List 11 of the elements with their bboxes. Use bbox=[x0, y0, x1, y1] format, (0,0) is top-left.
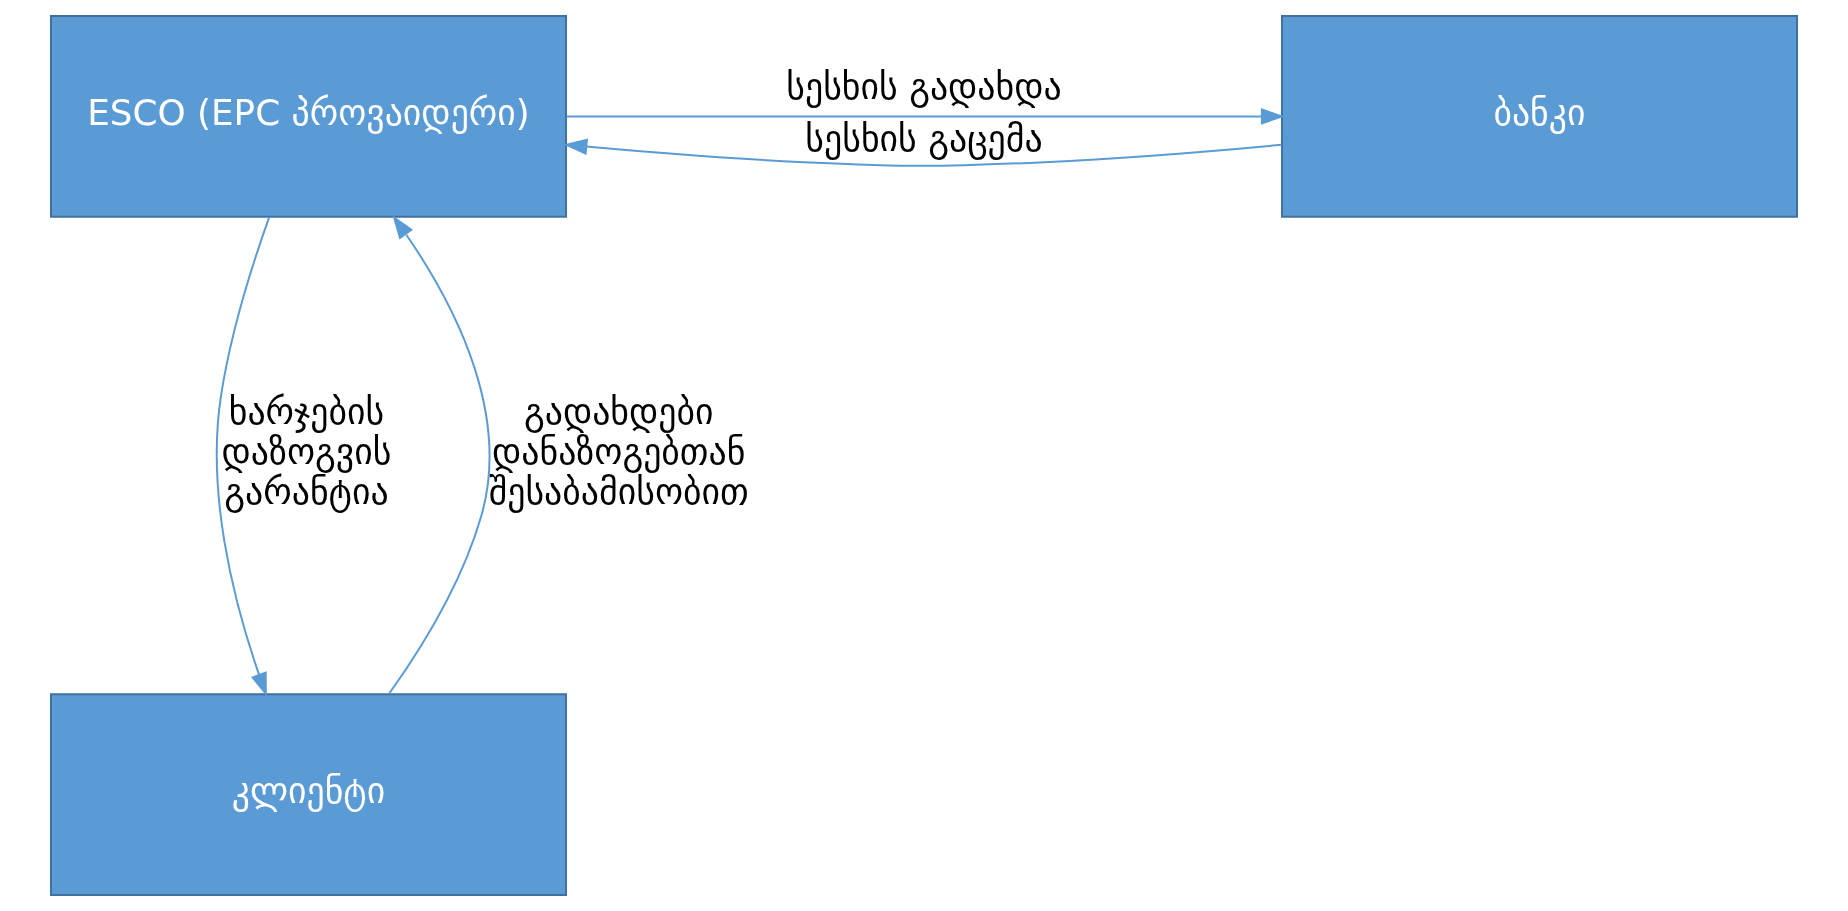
arrow bbox=[565, 108, 1285, 125]
edge-label: ხარჯების დაზოგვის გარანტია bbox=[221, 391, 392, 513]
edge-label: გადახდები დანაზოგებთან შესაბამისობით bbox=[488, 391, 749, 513]
edge-label: სესხის გაცემა bbox=[805, 118, 1043, 160]
arrow bbox=[215, 216, 271, 697]
node-box: კლიენტი bbox=[49, 693, 568, 896]
arrow bbox=[388, 215, 491, 695]
node-box: ბანკი bbox=[1280, 15, 1799, 218]
arrow bbox=[563, 138, 1283, 167]
edge-label: სესხის გადახდა bbox=[786, 66, 1062, 108]
node-box: ESCO (EPC პროვაიდერი) bbox=[49, 15, 568, 218]
